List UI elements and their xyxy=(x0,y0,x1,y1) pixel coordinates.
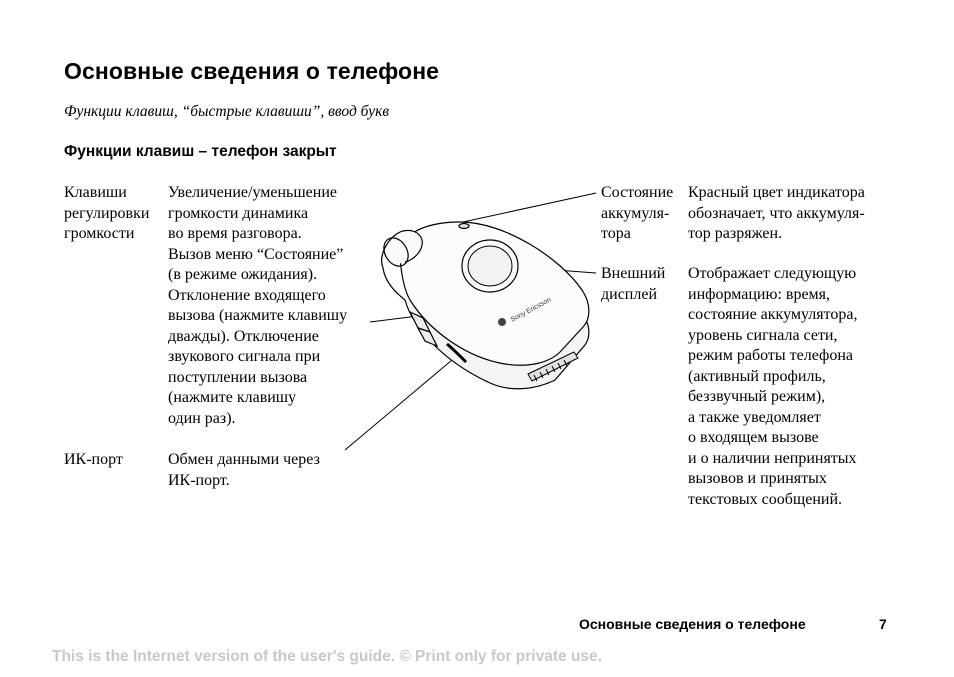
ir-port-description: Обмен данными через ИК-порт. xyxy=(168,451,320,489)
section-heading: Функции клавиш – телефон закрыт xyxy=(64,143,337,160)
external-display xyxy=(461,239,519,293)
external-display-term: Внешний дисплей xyxy=(601,265,666,303)
page-title: Основные сведения о телефоне xyxy=(64,58,440,84)
volume-keys-term: Клавиши регулировки громкости xyxy=(64,184,150,242)
internet-version-notice: This is the Internet version of the user… xyxy=(52,648,602,665)
footer-section-title: Основные сведения о телефоне xyxy=(579,616,806,632)
ir-port-term: ИК-порт xyxy=(64,451,123,468)
battery-status-description: Красный цвет индикатора обозначает, что … xyxy=(688,184,865,242)
phone-body xyxy=(381,221,590,390)
page-subtitle: Функции клавиш, “быстрые клавиши”, ввод … xyxy=(64,103,390,120)
system-connector xyxy=(527,351,579,382)
page-number: 7 xyxy=(879,616,887,632)
volume-callout-line xyxy=(369,315,419,323)
external-display-description: Отображает следующую информацию: время, … xyxy=(688,265,858,508)
battery-status-term: Состояние аккумуля- тора xyxy=(601,184,674,242)
ir-callout-line xyxy=(344,359,453,451)
battery-callout-line xyxy=(462,192,597,223)
volume-keys-description: Увеличение/уменьшение громкости динамика… xyxy=(168,184,348,427)
